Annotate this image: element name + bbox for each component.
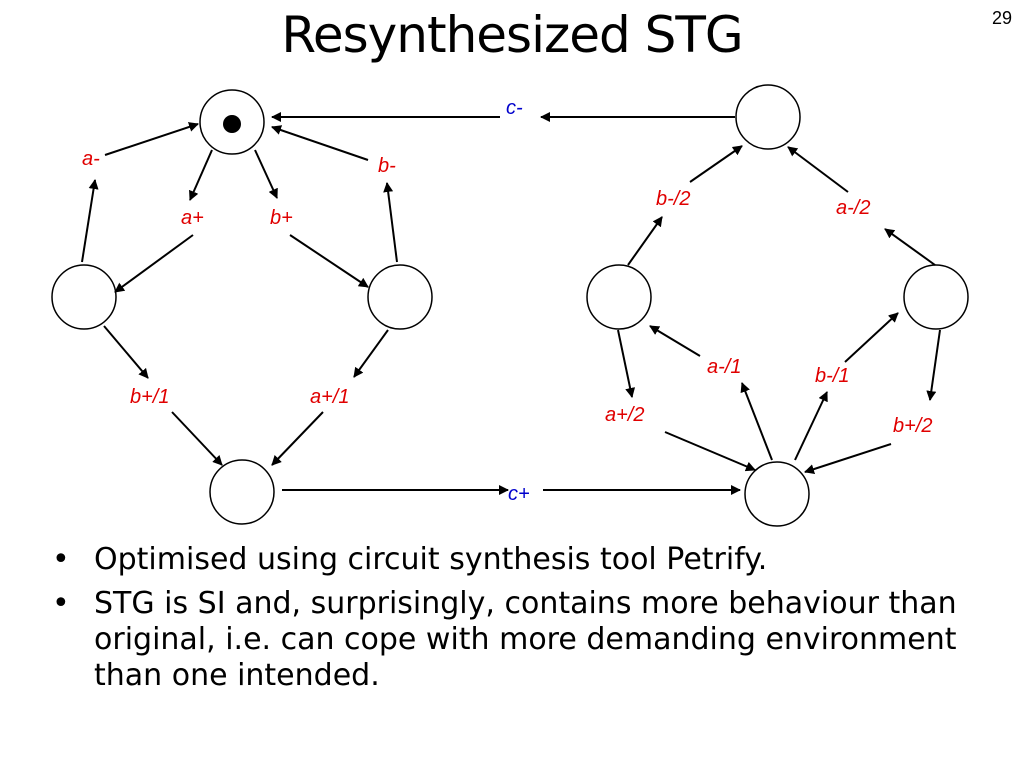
bullet-marker: • [52,586,70,621]
arcs-left [81,122,398,466]
bullet-item: • STG is SI and, surprisingly, contains … [52,586,992,694]
bullet-text: STG is SI and, surprisingly, contains mo… [94,586,957,693]
slide-title: Resynthesized STG [281,6,743,64]
bullet-item: • Optimised using circuit synthesis tool… [52,542,992,578]
transition-b-plus-1: b+/1 [130,386,169,408]
transition-c-minus: c- [506,97,523,119]
transition-b-plus: b+ [270,207,293,229]
arcs-cross [271,112,741,495]
place-mid-left-b [367,264,433,330]
transition-a-plus-1: a+/1 [310,386,349,408]
place-bottom-right [744,461,810,527]
transition-a-minus-1: a-/1 [707,356,741,378]
bullet-list: • Optimised using circuit synthesis tool… [52,542,992,702]
transition-a-minus: a- [82,148,100,170]
transition-b-minus: b- [378,155,396,177]
transition-a-plus: a+ [181,207,204,229]
bullet-text: Optimised using circuit synthesis tool P… [94,542,768,577]
arcs-right [617,145,941,474]
place-mid-left-a [51,264,117,330]
slide-number: 29 [991,8,1012,28]
transition-c-plus: c+ [508,483,530,505]
transition-a-minus-2: a-/2 [836,197,870,219]
place-mid-right-a [586,264,652,330]
transition-a-plus-2: a+/2 [605,404,644,426]
place-top-right [735,84,801,150]
transition-b-plus-2: b+/2 [893,415,932,437]
bullet-marker: • [52,542,70,577]
token-icon [223,115,241,133]
stg-diagram: a- b- a+ b+ b+/1 a+/1 b-/2 a-/2 a-/1 b-/… [51,84,969,527]
transition-b-minus-2: b-/2 [656,188,690,210]
place-bottom-left [209,459,275,525]
transition-b-minus-1: b-/1 [815,365,849,387]
place-mid-right-b [903,264,969,330]
